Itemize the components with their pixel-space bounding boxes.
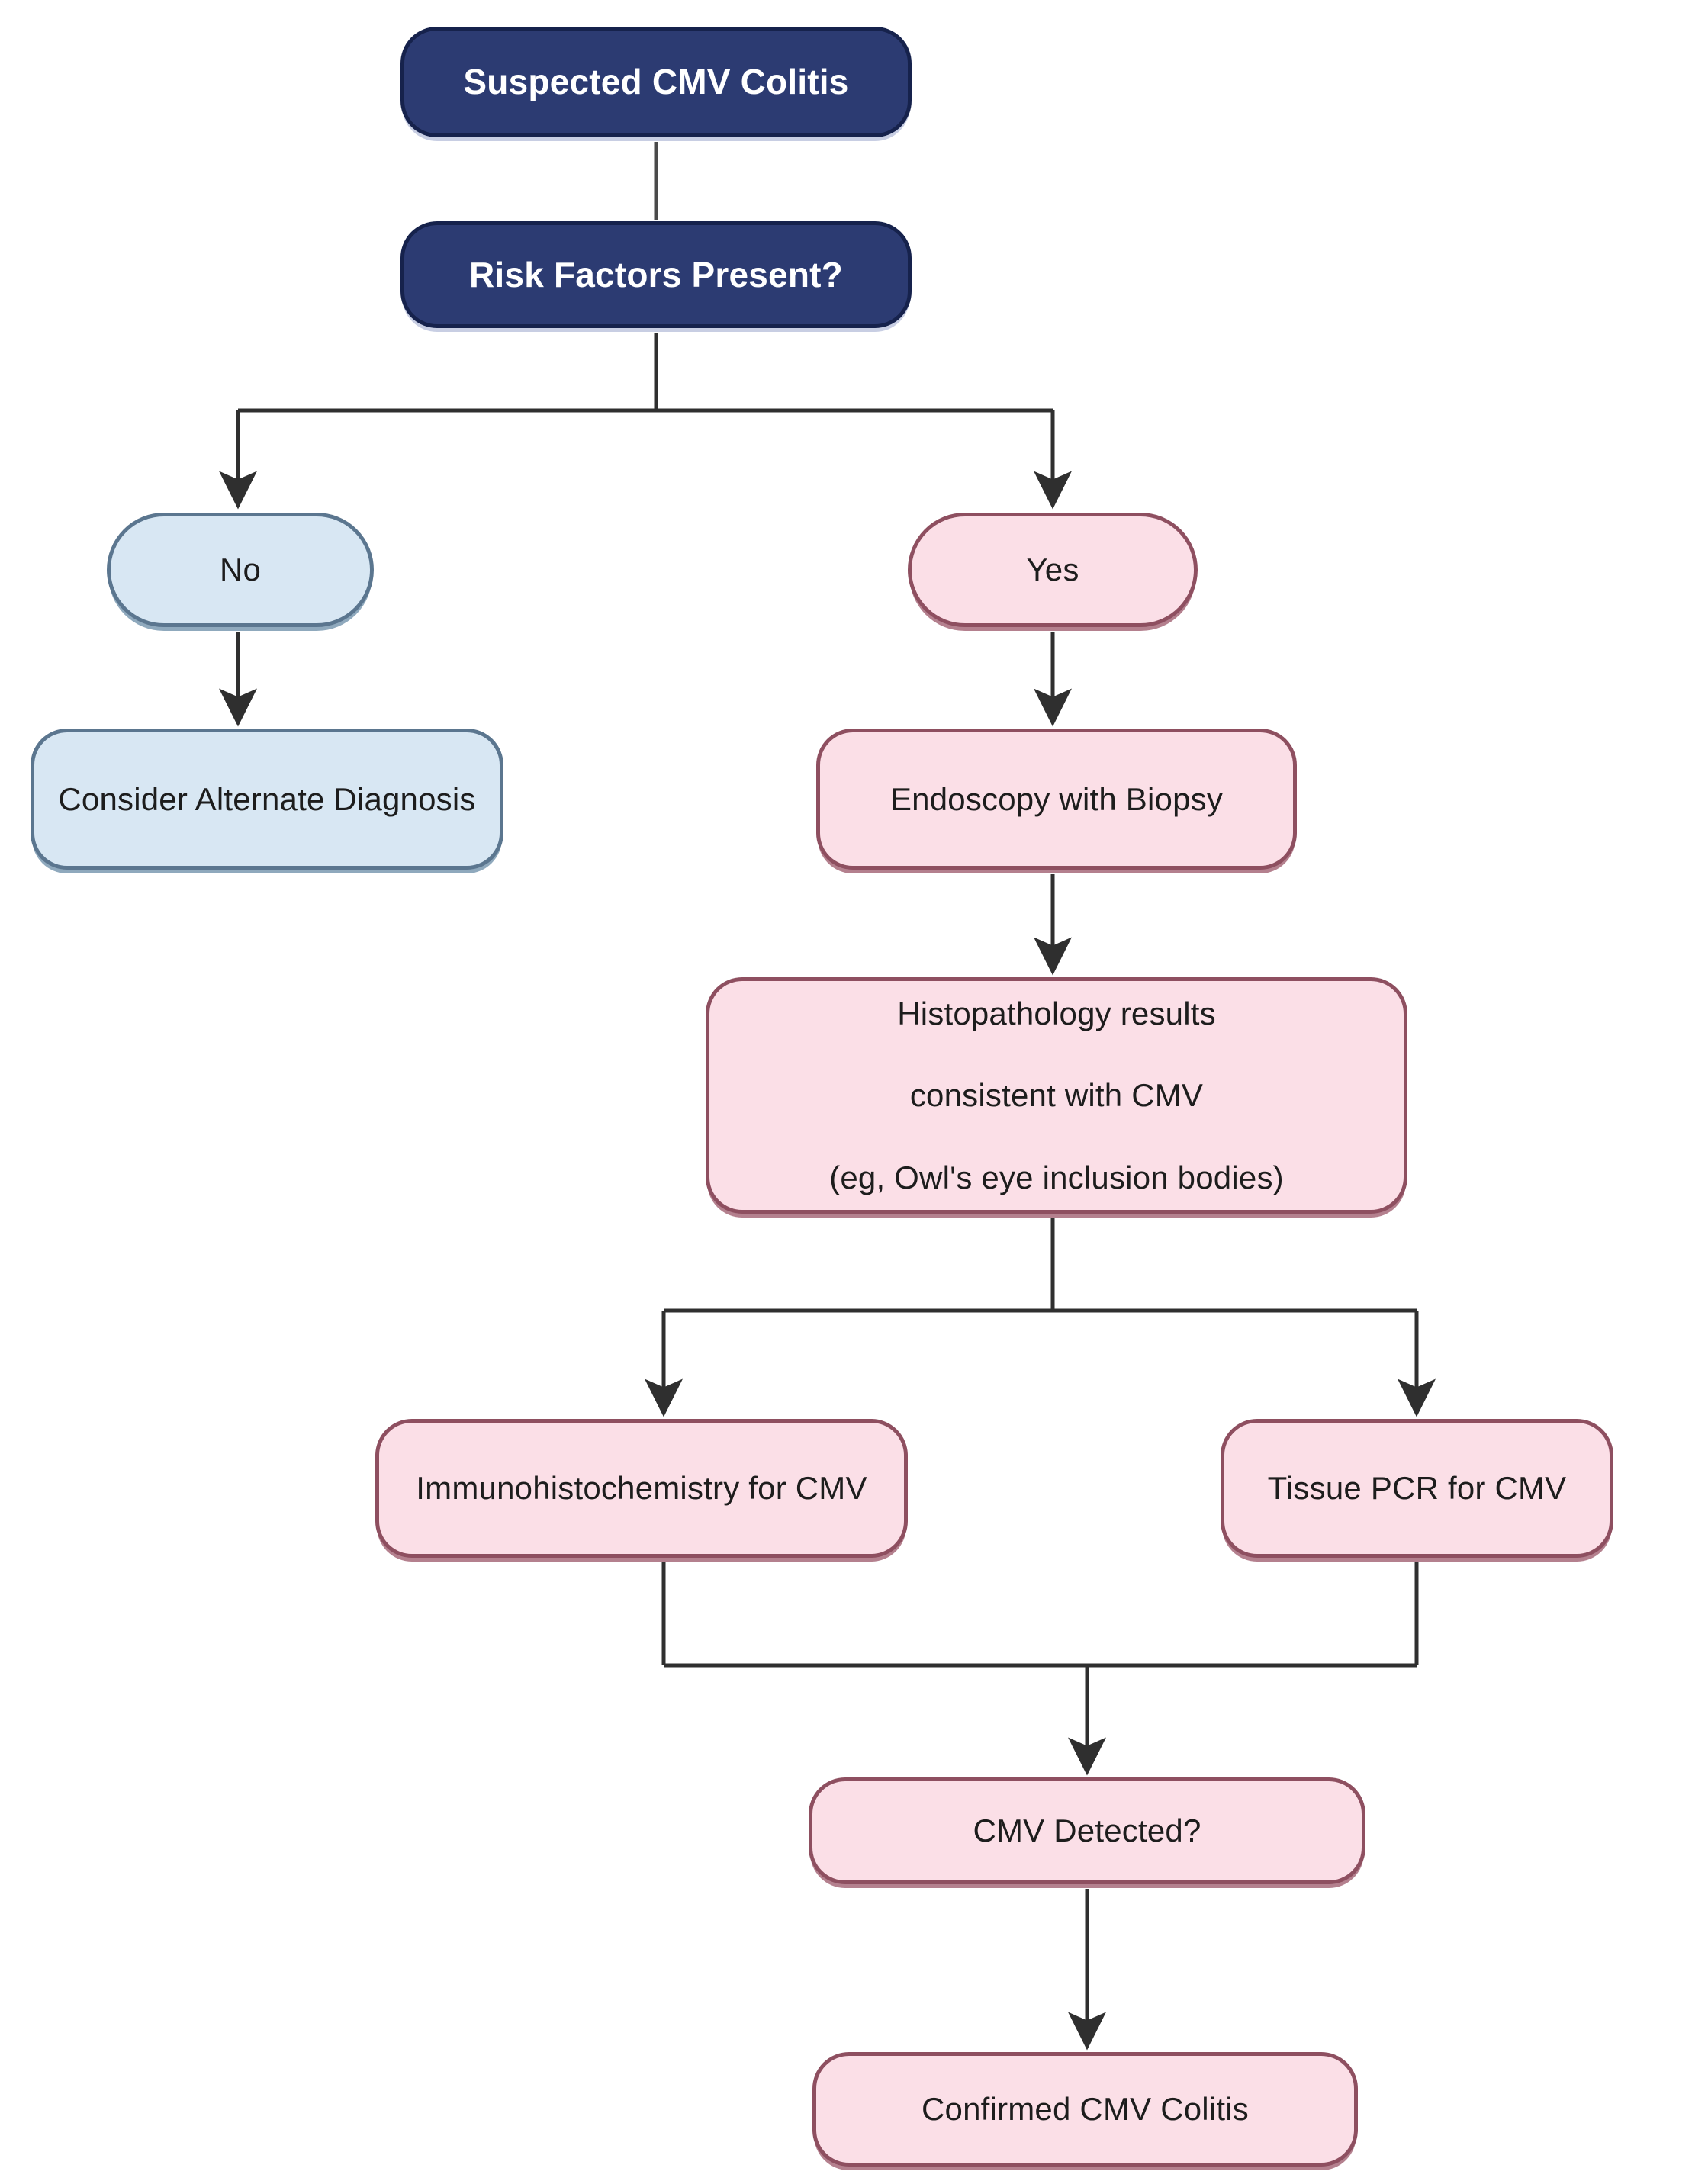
node-label: No bbox=[219, 552, 262, 588]
node-cmv-detected[interactable]: CMV Detected? bbox=[809, 1777, 1365, 1884]
node-histopathology-results[interactable]: Histopathology results consistent with C… bbox=[706, 977, 1407, 1214]
node-tissue-pcr-for-cmv[interactable]: Tissue PCR for CMV bbox=[1221, 1419, 1613, 1558]
node-label: Suspected CMV Colitis bbox=[463, 62, 849, 102]
node-immunohistochemistry-for-cmv[interactable]: Immunohistochemistry for CMV bbox=[375, 1419, 908, 1558]
node-label-line-1: Histopathology results bbox=[897, 995, 1216, 1031]
node-label: Consider Alternate Diagnosis bbox=[58, 780, 476, 817]
node-suspected-cmv-colitis[interactable]: Suspected CMV Colitis bbox=[400, 27, 912, 137]
node-risk-factors-present[interactable]: Risk Factors Present? bbox=[400, 221, 912, 328]
node-label: Confirmed CMV Colitis bbox=[922, 2091, 1249, 2128]
node-label: Tissue PCR for CMV bbox=[1267, 1470, 1567, 1507]
node-consider-alternate-diagnosis[interactable]: Consider Alternate Diagnosis bbox=[31, 729, 503, 870]
node-label: Immunohistochemistry for CMV bbox=[416, 1470, 867, 1507]
node-label: CMV Detected? bbox=[973, 1813, 1201, 1849]
node-label: Endoscopy with Biopsy bbox=[889, 780, 1224, 817]
node-label-line-3: (eg, Owl's eye inclusion bodies) bbox=[829, 1159, 1284, 1195]
node-yes[interactable]: Yes bbox=[908, 513, 1198, 627]
node-no[interactable]: No bbox=[107, 513, 374, 627]
node-label-line-2: consistent with CMV bbox=[909, 1077, 1204, 1114]
node-label: Yes bbox=[1026, 552, 1079, 588]
node-confirmed-cmv-colitis[interactable]: Confirmed CMV Colitis bbox=[812, 2052, 1358, 2167]
node-label: Risk Factors Present? bbox=[469, 254, 843, 294]
node-label: Histopathology results consistent with C… bbox=[723, 993, 1390, 1198]
node-endoscopy-with-biopsy[interactable]: Endoscopy with Biopsy bbox=[816, 729, 1297, 870]
